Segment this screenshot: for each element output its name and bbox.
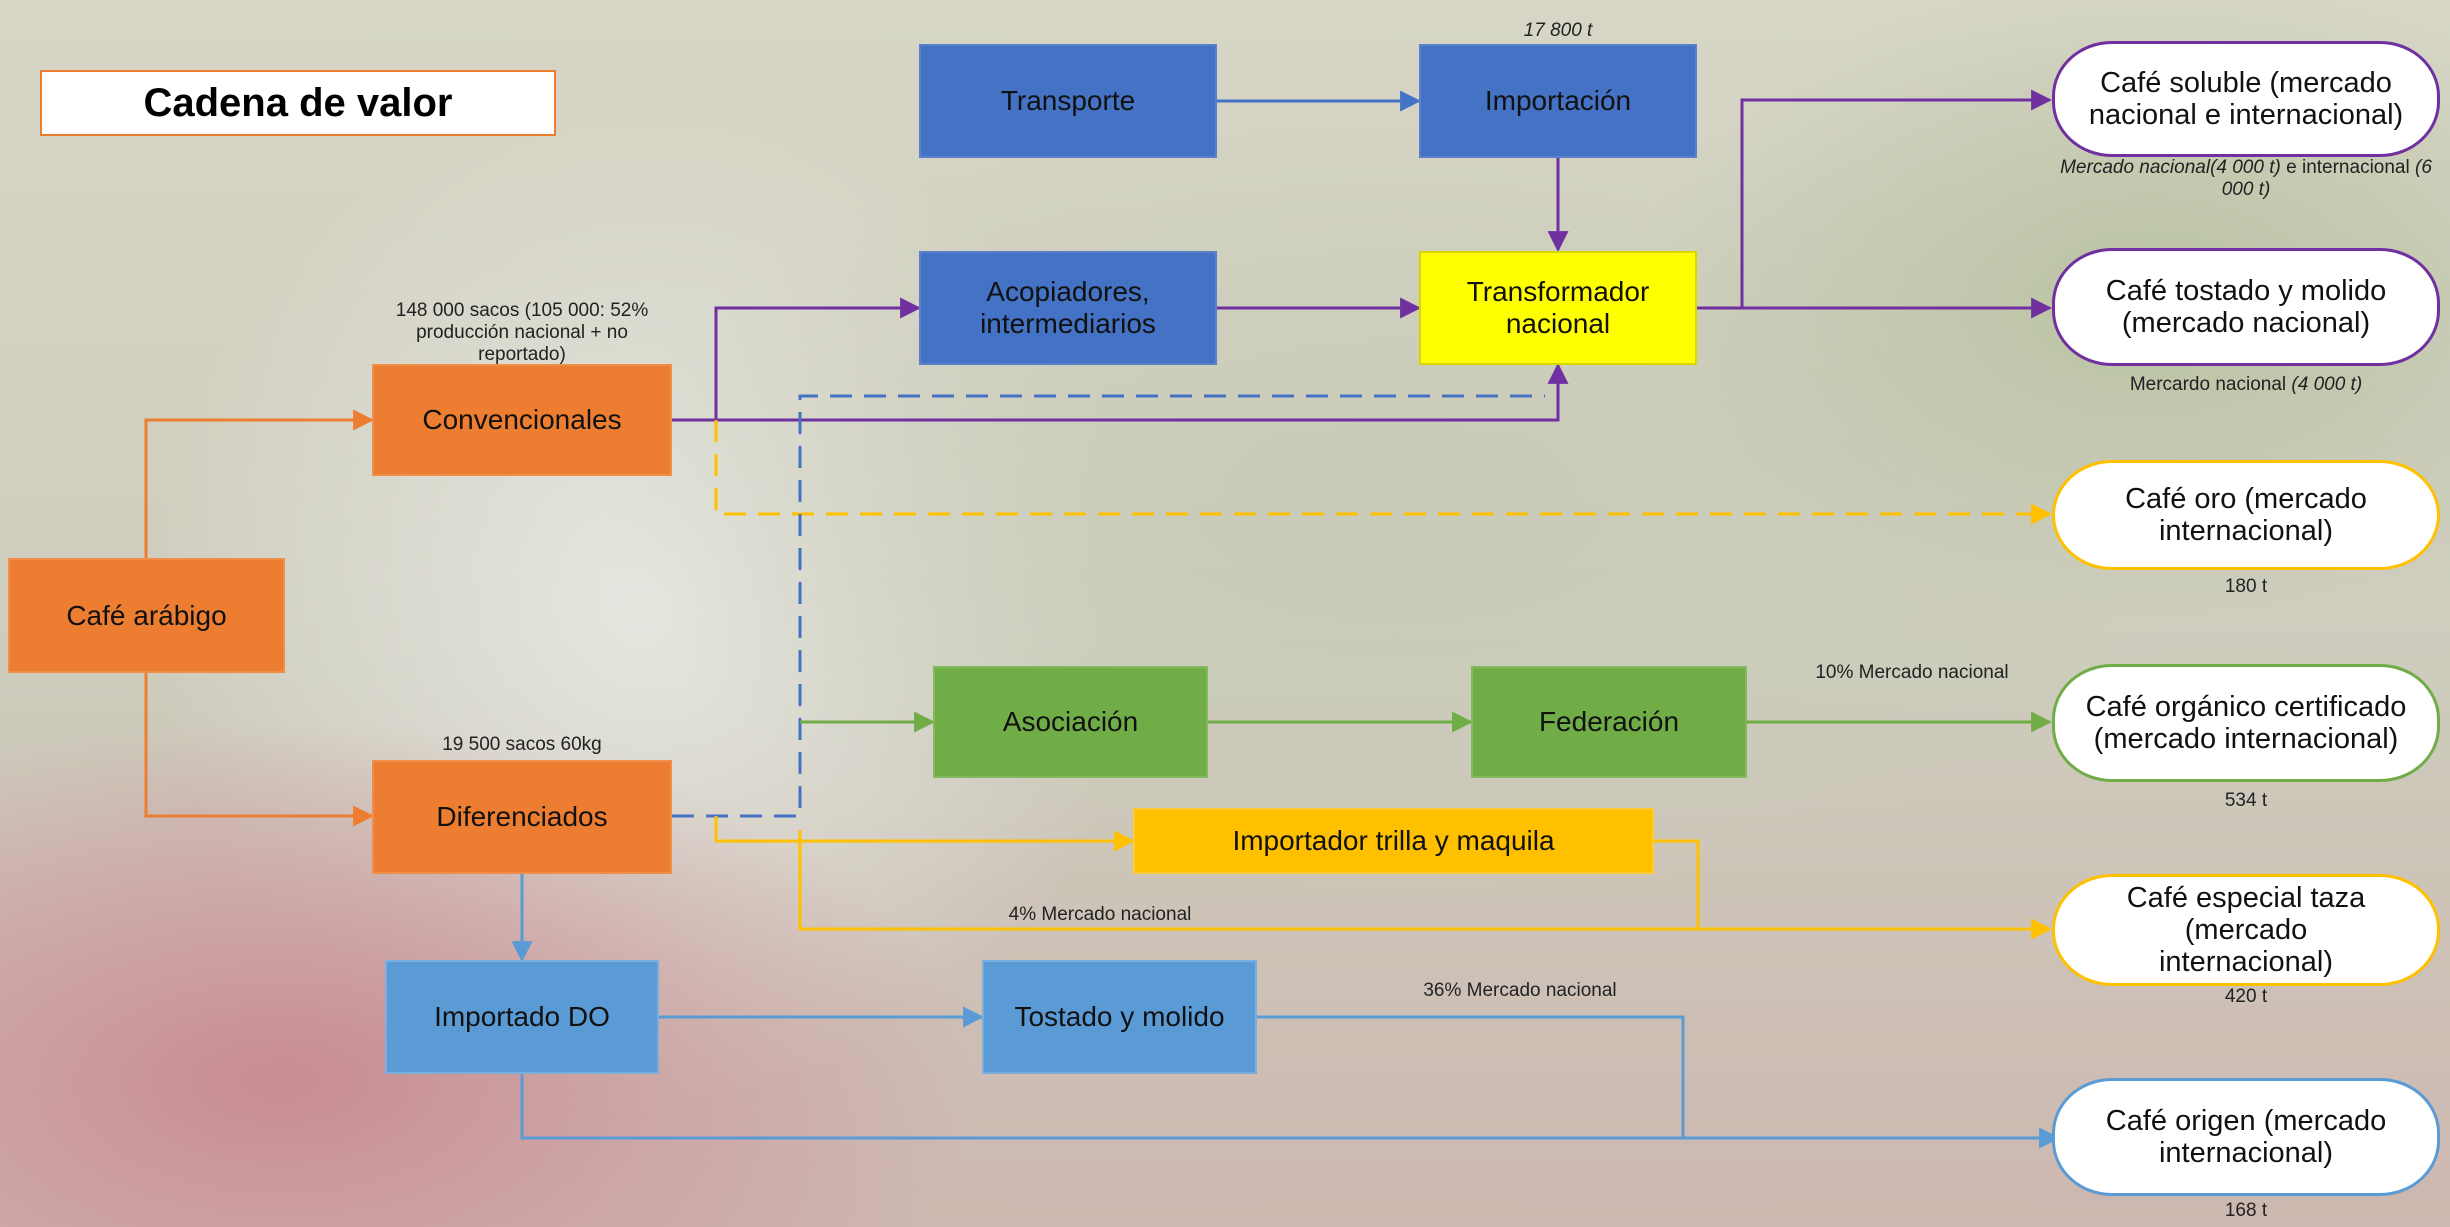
link-arabigo-diferenciados — [144, 673, 375, 827]
link-tostado-origen — [1257, 1015, 2061, 1149]
output-cafe-soluble: Café soluble (mercado nacional e interna… — [2052, 41, 2440, 157]
note-soluble-market: Mercado nacional(4 000 t) e internaciona… — [2060, 157, 2432, 200]
link-convencionales-transformador — [672, 362, 1569, 422]
link-diferenciados-importador — [714, 816, 1136, 852]
node-transporte: Transporte — [919, 44, 1217, 158]
note-convencionales-volume: 148 000 sacos (105 000: 52% producción n… — [395, 300, 649, 365]
link-diferenciados-especial — [798, 830, 1698, 931]
link-convencionales-oro — [714, 420, 2053, 525]
output-cafe-origen: Café origen (mercado internacional) — [2052, 1078, 2440, 1196]
node-transformador: Transformador nacional — [1419, 251, 1697, 365]
note-tostado-market: Mercardo nacional (4 000 t) — [2129, 374, 2363, 395]
link-importador-especial — [1654, 839, 2053, 940]
note-diferenciados-volume: 19 500 sacos 60kg — [442, 734, 602, 755]
output-cafe-especial: Café especial taza (mercado internaciona… — [2052, 874, 2440, 986]
note-origen-volume: 168 t — [2224, 1200, 2268, 1221]
node-cafe-arabigo: Café arábigo — [8, 558, 285, 673]
note-origen-share: 36% Mercado nacional — [1423, 980, 1617, 1001]
node-acopiadores: Acopiadores, intermediarios — [919, 251, 1217, 365]
link-arabigo-convencionales — [144, 409, 375, 558]
note-oro-volume: 180 t — [2224, 576, 2268, 597]
node-diferenciados: Diferenciados — [372, 760, 672, 874]
node-importador-trilla: Importador trilla y maquila — [1133, 808, 1654, 874]
node-asociacion: Asociación — [933, 666, 1208, 778]
note-importacion-volume: 17 800 t — [1523, 20, 1593, 41]
note-especial-share: 4% Mercado nacional — [1008, 904, 1192, 925]
output-cafe-tostado: Café tostado y molido (mercado nacional) — [2052, 248, 2440, 366]
note-organico-share: 10% Mercado nacional — [1815, 662, 2009, 683]
note-organico-volume: 534 t — [2224, 790, 2268, 811]
output-cafe-oro: Café oro (mercado internacional) — [2052, 460, 2440, 570]
note-especial-volume: 420 t — [2224, 986, 2268, 1007]
node-tostado-molido: Tostado y molido — [982, 960, 1257, 1074]
output-cafe-organico: Café orgánico certificado (mercado inter… — [2052, 664, 2440, 782]
link-convencionales-acopiadores — [714, 297, 922, 420]
node-importado-do: Importado DO — [385, 960, 659, 1074]
node-importacion: Importación — [1419, 44, 1697, 158]
node-federacion: Federación — [1471, 666, 1747, 778]
link-transformador-soluble — [1697, 89, 2053, 310]
diagram-title: Cadena de valor — [40, 70, 556, 136]
node-convencionales: Convencionales — [372, 364, 672, 476]
link-diferenciados-transformador — [672, 394, 1545, 818]
link-importado-origen — [520, 1074, 1683, 1140]
